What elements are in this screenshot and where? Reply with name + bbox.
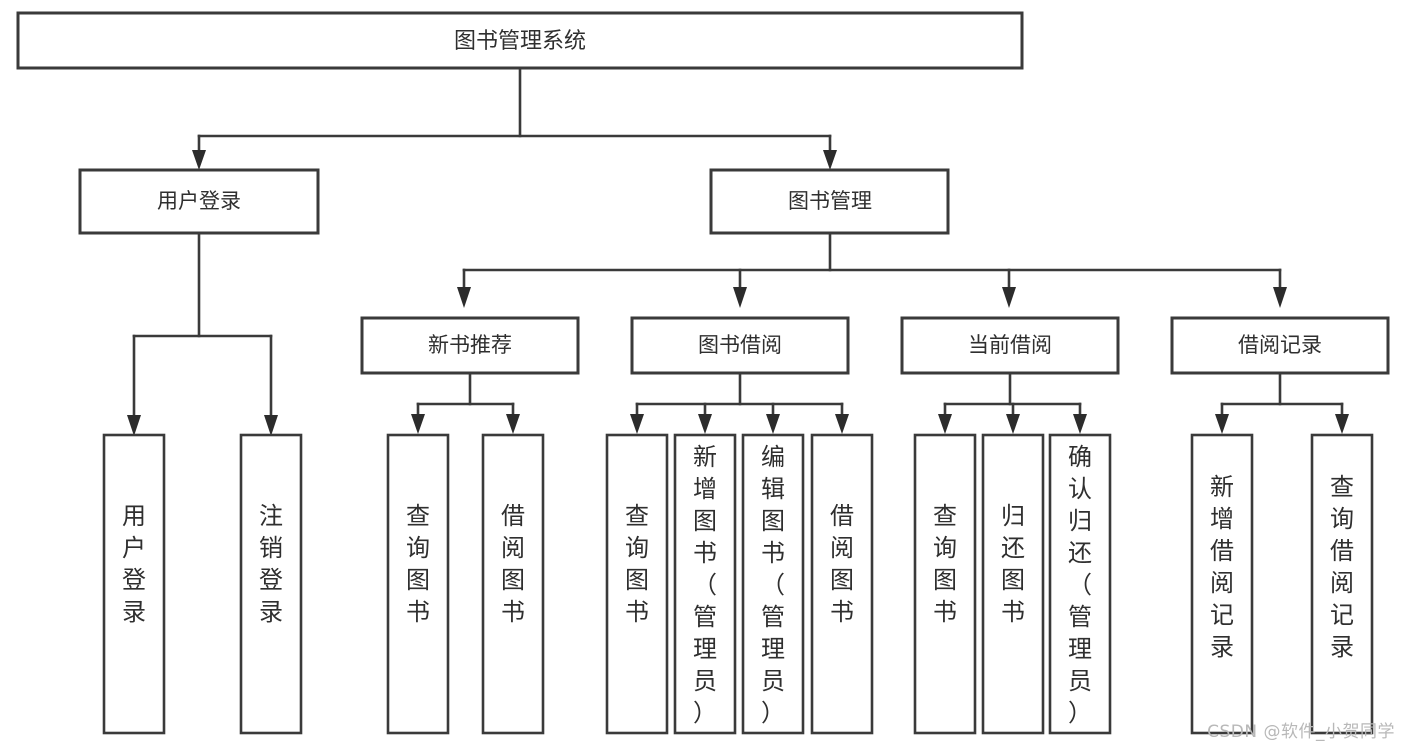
leaf-user-login-box[interactable]	[102, 433, 166, 735]
node-borrow-record-label: 借阅记录	[1238, 333, 1322, 357]
leaf-logout-label: 注销登录	[259, 502, 283, 626]
arrow-head-icon	[938, 414, 952, 434]
leaf-edit-book-admin-box[interactable]	[741, 433, 805, 735]
node-user-login-label: 用户登录	[157, 189, 241, 213]
leaf-borrow-book-recommend-label: 借阅图书	[501, 502, 525, 626]
node-root-box[interactable]	[16, 11, 1024, 70]
arrow-head-icon	[1273, 287, 1287, 308]
arrow-head-icon	[733, 287, 747, 308]
node-root-label: 图书管理系统	[454, 29, 586, 54]
arrow-head-icon	[192, 150, 206, 170]
node-book-management-box[interactable]	[709, 168, 950, 235]
leaf-query-book-recommend[interactable]: 查询图书	[386, 433, 450, 735]
connector-currentborrow-to-leaves	[938, 371, 1087, 434]
leaf-query-borrow-record-label: 查询借阅记录	[1330, 473, 1354, 661]
leaf-borrow-book-label: 借阅图书	[830, 502, 854, 626]
node-book-borrow[interactable]: 图书借阅	[630, 316, 850, 375]
arrow-head-icon	[506, 414, 520, 434]
node-new-book-recommend-box[interactable]	[360, 316, 580, 375]
node-current-borrow-label: 当前借阅	[968, 333, 1052, 357]
leaf-logout[interactable]: 注销登录	[239, 433, 303, 735]
leaf-confirm-return-admin-box[interactable]	[1048, 433, 1112, 735]
connector-bookborrow-to-leaves	[630, 371, 849, 434]
node-book-borrow-label: 图书借阅	[698, 333, 782, 357]
leaf-query-book-recommend-label: 查询图书	[406, 502, 430, 626]
arrow-head-icon	[698, 414, 712, 434]
leaf-return-book[interactable]: 归还图书	[981, 433, 1045, 735]
leaf-borrow-book-recommend[interactable]: 借阅图书	[481, 433, 545, 735]
node-borrow-record[interactable]: 借阅记录	[1170, 316, 1390, 375]
arrow-head-icon	[823, 150, 837, 170]
leaf-edit-book-admin[interactable]: 编辑图书（管理员）	[741, 433, 805, 735]
connector-bookmgmt-to-level3	[457, 231, 1287, 308]
leaf-query-book-recommend-box[interactable]	[386, 433, 450, 735]
arrow-head-icon	[835, 414, 849, 434]
leaf-borrow-book-recommend-box[interactable]	[481, 433, 545, 735]
leaf-query-book-current[interactable]: 查询图书	[913, 433, 977, 735]
leaf-edit-book-admin-label: 编辑图书（管理员）	[761, 443, 785, 727]
arrow-head-icon	[1335, 414, 1349, 434]
leaf-borrow-book[interactable]: 借阅图书	[810, 433, 874, 735]
leaf-user-login-label: 用户登录	[122, 502, 146, 626]
leaf-return-book-box[interactable]	[981, 433, 1045, 735]
node-root[interactable]: 图书管理系统	[16, 11, 1024, 70]
leaf-query-book-borrow-box[interactable]	[605, 433, 669, 735]
connector-userlogin-to-leaves	[127, 231, 278, 436]
arrow-head-icon	[457, 287, 471, 308]
arrow-head-icon	[127, 415, 141, 436]
arrow-head-icon	[1215, 414, 1229, 434]
leaf-logout-box[interactable]	[239, 433, 303, 735]
node-user-login-box[interactable]	[78, 168, 320, 235]
arrow-head-icon	[766, 414, 780, 434]
connector-root-to-level2	[192, 66, 837, 170]
leaf-borrow-book-box[interactable]	[810, 433, 874, 735]
leaf-query-borrow-record-box[interactable]	[1310, 433, 1374, 735]
node-new-book-recommend[interactable]: 新书推荐	[360, 316, 580, 375]
arrow-head-icon	[1006, 414, 1020, 434]
leaf-add-book-admin[interactable]: 新增图书（管理员）	[673, 433, 737, 735]
connector-borrowrecord-to-leaves	[1215, 371, 1349, 434]
connector-newbook-to-leaves	[411, 371, 520, 434]
node-new-book-recommend-label: 新书推荐	[428, 333, 512, 357]
node-book-borrow-box[interactable]	[630, 316, 850, 375]
node-user-login[interactable]: 用户登录	[78, 168, 320, 235]
leaf-add-book-admin-label: 新增图书（管理员）	[693, 443, 717, 727]
leaf-return-book-label: 归还图书	[1001, 502, 1025, 626]
leaf-query-book-current-box[interactable]	[913, 433, 977, 735]
leaf-add-borrow-record-label: 新增借阅记录	[1210, 473, 1234, 661]
leaf-query-book-borrow-label: 查询图书	[625, 502, 649, 626]
csdn-watermark: CSDN @软件_小贺同学	[1207, 722, 1395, 742]
leaf-query-book-borrow[interactable]: 查询图书	[605, 433, 669, 735]
arrow-head-icon	[1073, 414, 1087, 434]
arrow-head-icon	[264, 415, 278, 436]
leaf-user-login[interactable]: 用户登录	[102, 433, 166, 735]
leaf-query-book-current-label: 查询图书	[933, 502, 957, 626]
leaf-confirm-return-admin-label: 确认归还（管理员）	[1068, 443, 1092, 727]
node-current-borrow-box[interactable]	[900, 316, 1120, 375]
leaf-add-borrow-record[interactable]: 新增借阅记录	[1190, 433, 1254, 735]
node-current-borrow[interactable]: 当前借阅	[900, 316, 1120, 375]
arrow-head-icon	[411, 414, 425, 434]
node-borrow-record-box[interactable]	[1170, 316, 1390, 375]
leaf-add-book-admin-box[interactable]	[673, 433, 737, 735]
arrow-head-icon	[1002, 287, 1016, 308]
node-book-management[interactable]: 图书管理	[709, 168, 950, 235]
arrow-head-icon	[630, 414, 644, 434]
leaf-add-borrow-record-box[interactable]	[1190, 433, 1254, 735]
leaf-confirm-return-admin[interactable]: 确认归还（管理员）	[1048, 433, 1112, 735]
node-book-management-label: 图书管理	[788, 189, 872, 213]
leaf-query-borrow-record[interactable]: 查询借阅记录	[1310, 433, 1374, 735]
